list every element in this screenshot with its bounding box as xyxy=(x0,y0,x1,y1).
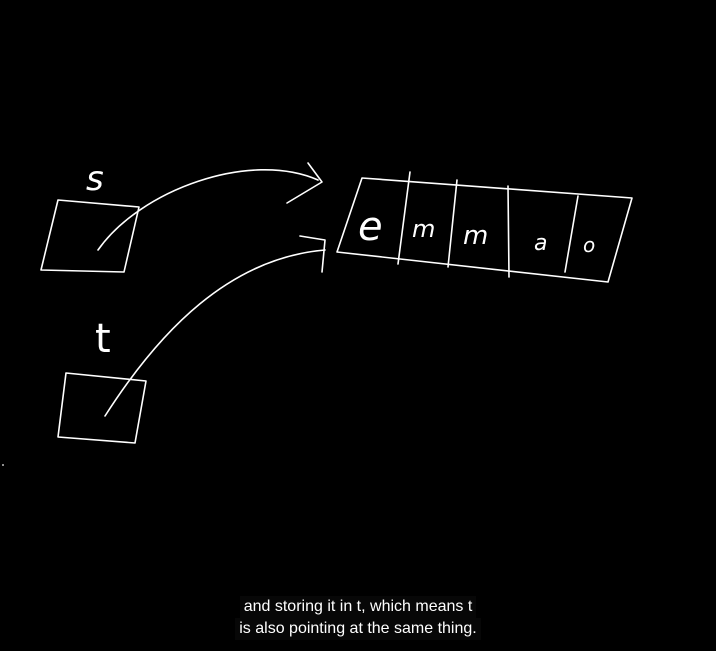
array-divider xyxy=(564,195,579,273)
array-cell-0: e xyxy=(358,204,383,250)
array-divider xyxy=(447,179,458,268)
variable-label-s: s xyxy=(86,159,104,199)
variable-label-t: t xyxy=(95,316,111,362)
array-cell-4: o xyxy=(583,233,595,257)
arrow-s-head xyxy=(286,162,323,204)
array-outline xyxy=(336,177,633,283)
variable-box-t xyxy=(57,372,147,444)
arrow-s-to-array xyxy=(97,168,319,251)
array-cell-1: m xyxy=(412,215,435,243)
array-cell-3: a xyxy=(534,231,547,256)
array-divider xyxy=(507,185,510,278)
array-cell-2: m xyxy=(463,221,488,251)
variable-box-s xyxy=(40,199,140,273)
stray-dot xyxy=(2,464,4,466)
caption-line-1: and storing it in t, which means t xyxy=(239,596,477,618)
caption-line-2: is also pointing at the same thing. xyxy=(235,618,481,640)
video-caption: and storing it in t, which means t is al… xyxy=(0,596,716,640)
arrow-t-to-array xyxy=(104,249,326,417)
arrow-t-head xyxy=(299,235,326,273)
array-divider xyxy=(397,171,411,265)
